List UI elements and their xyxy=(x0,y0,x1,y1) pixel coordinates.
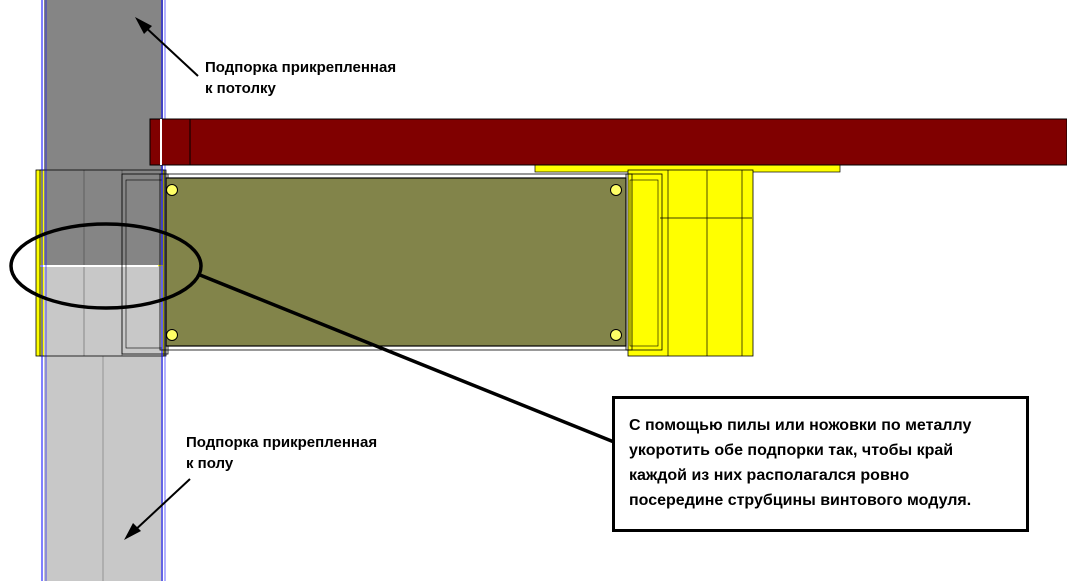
ceiling-support-post xyxy=(44,0,163,265)
ceiling-beam xyxy=(149,118,1067,166)
bolt-bottom-left xyxy=(166,329,178,341)
callout-line-2: укоротить обе подпорки так, чтобы край xyxy=(629,442,954,459)
instruction-callout-box: С помощью пилы или ножовки по металлу ук… xyxy=(612,396,1029,532)
bolt-top-right xyxy=(610,184,622,196)
floor-support-label-line-2: к полу xyxy=(186,455,234,472)
callout-line-1: С помощью пилы или ножовки по металлу xyxy=(629,417,972,434)
bolt-top-left xyxy=(166,184,178,196)
ceiling-support-label-line-1: Подпорка прикрепленная xyxy=(205,59,397,76)
floor-support-post xyxy=(40,265,163,581)
ceiling-support-label: Подпорка прикрепленная к потолку xyxy=(205,57,396,99)
callout-line-4: посередине струбцины винтового модуля. xyxy=(629,492,972,509)
callout-line-3: каждой из них располагался ровно xyxy=(629,467,910,484)
cut-point-highlight-ellipse xyxy=(9,222,203,310)
callout-pointer-line xyxy=(199,273,615,444)
bolt-bottom-right xyxy=(610,329,622,341)
screw-module-plate xyxy=(159,173,663,351)
ceiling-support-label-line-2: к потолку xyxy=(205,80,276,97)
right-yellow-clamp xyxy=(534,163,841,357)
floor-support-label: Подпорка прикрепленная к полу xyxy=(186,432,377,474)
blue-guide-lines xyxy=(41,0,166,581)
floor-support-label-line-1: Подпорка прикрепленная xyxy=(186,434,378,451)
arrow-to-ceiling-support xyxy=(135,17,199,77)
arrow-to-floor-support xyxy=(124,478,191,540)
